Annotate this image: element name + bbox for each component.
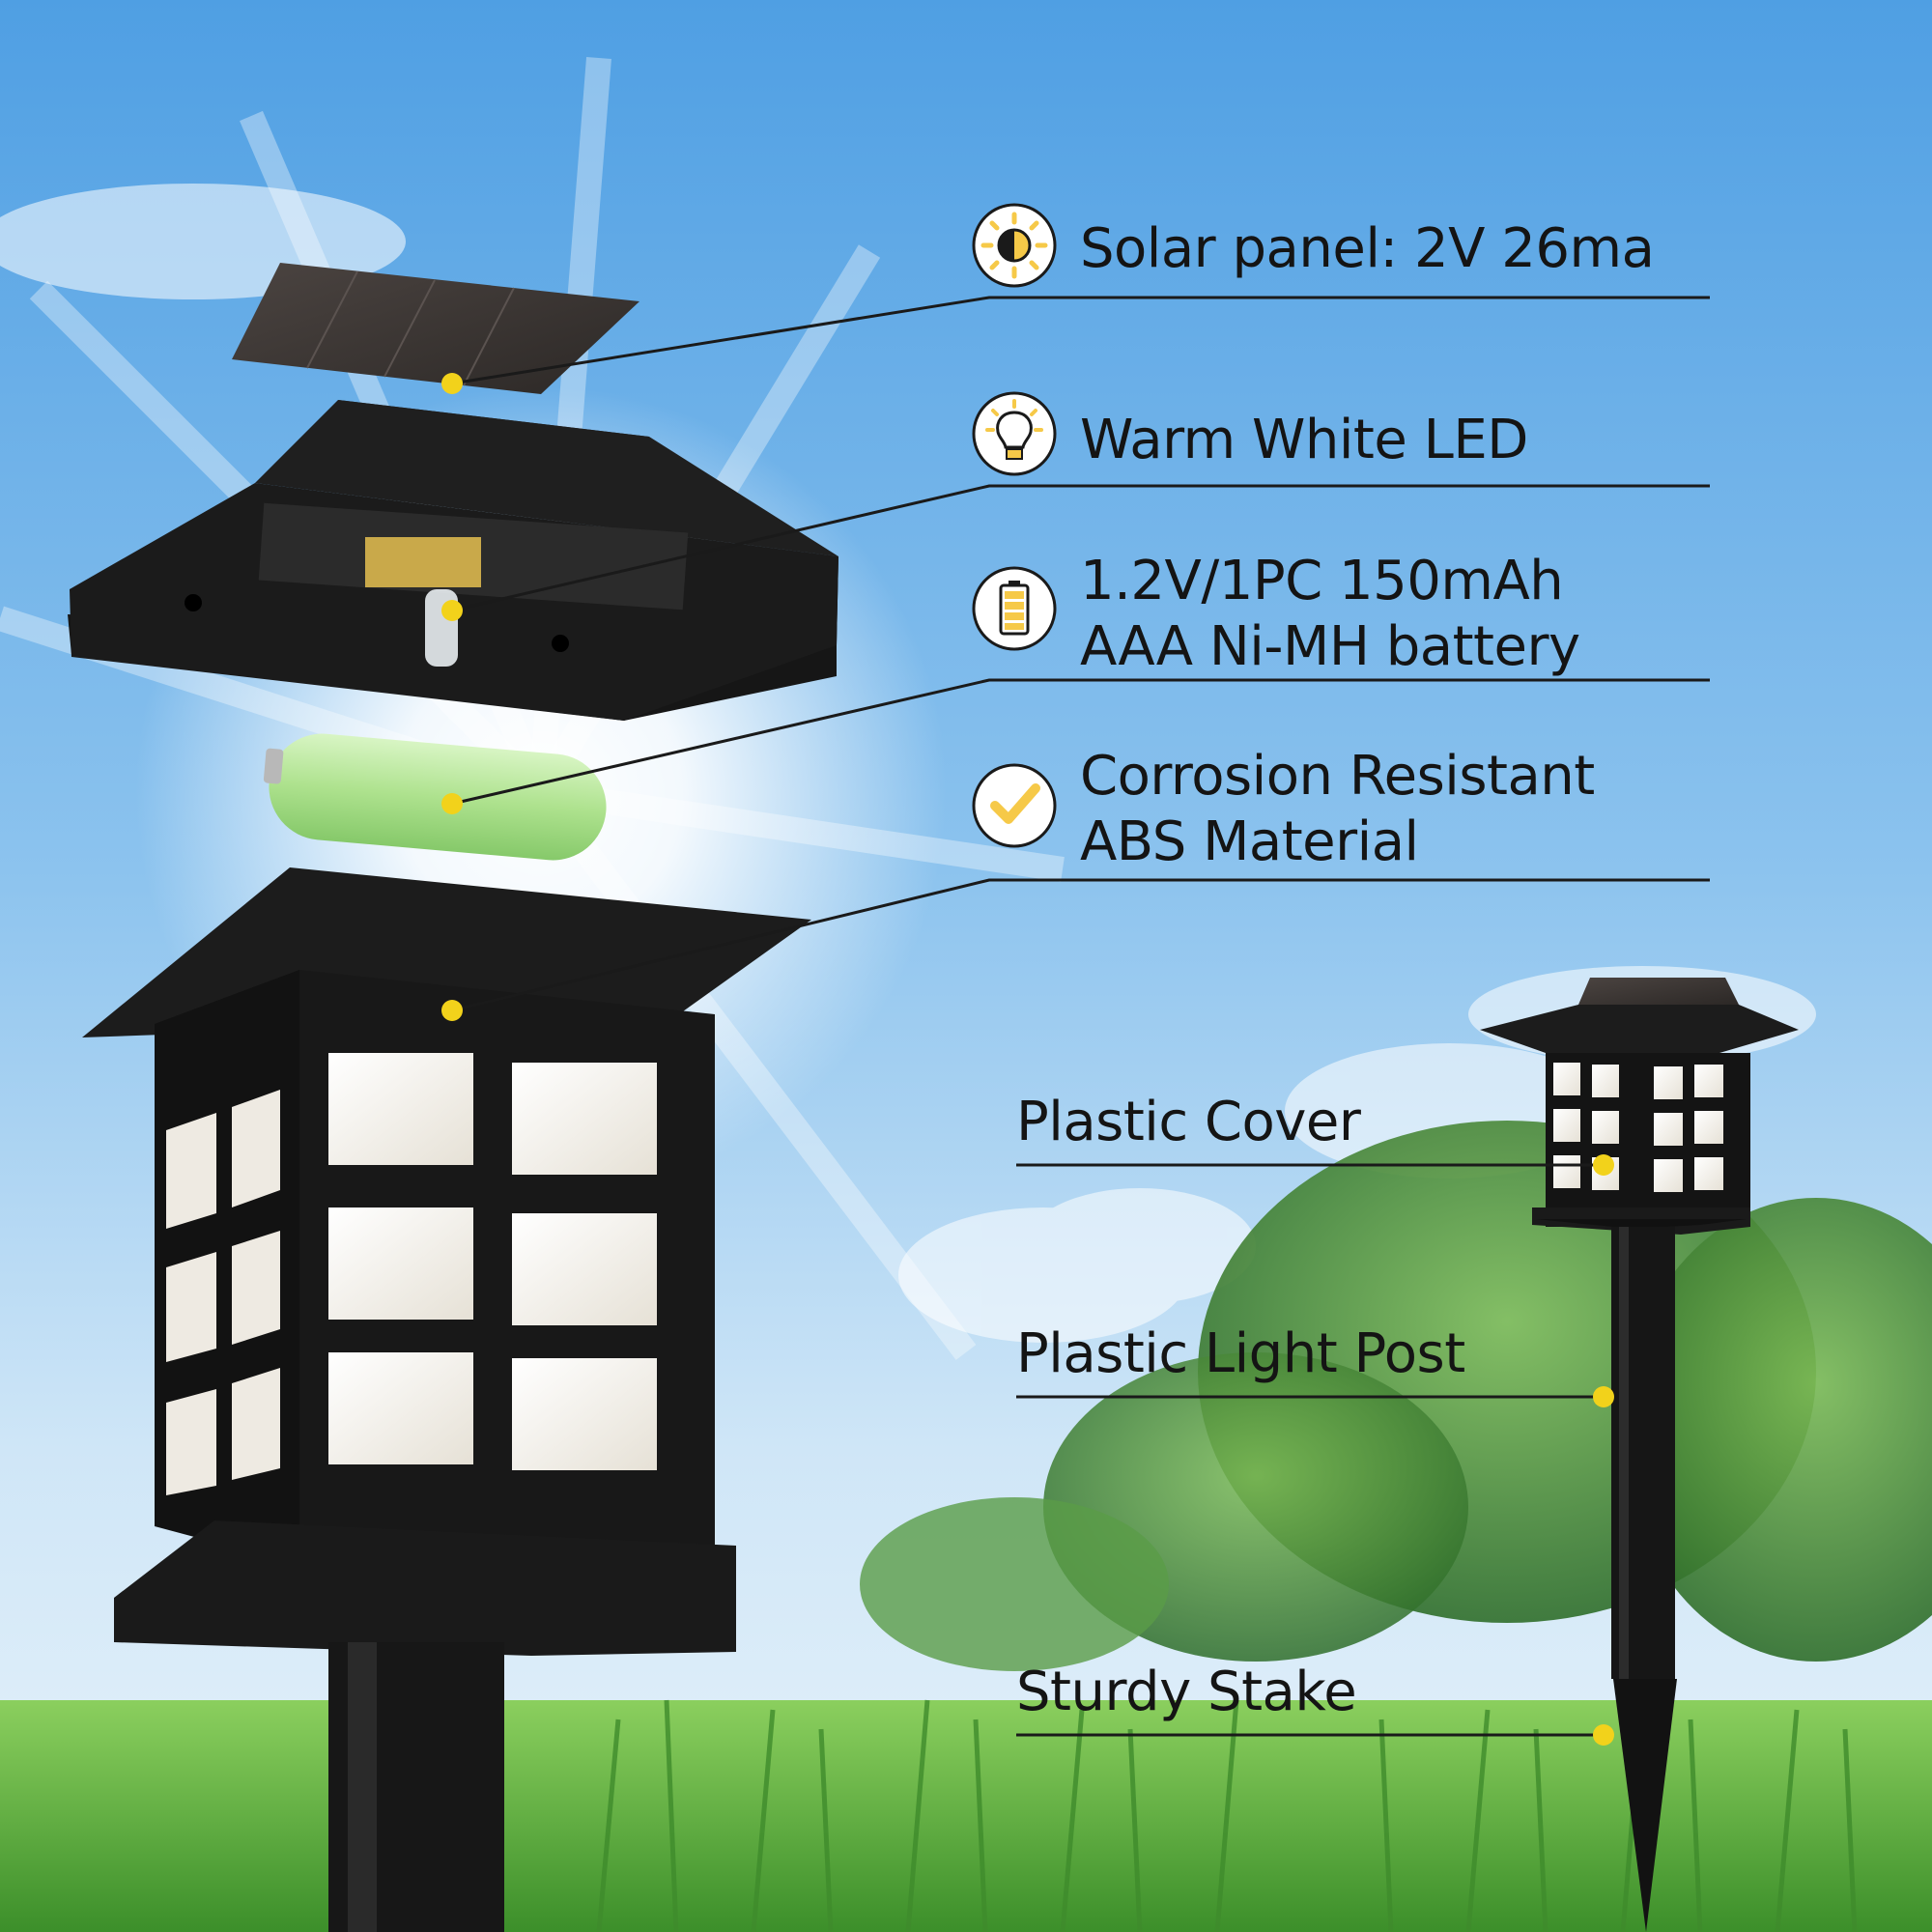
part-plastic-cover-label: Plastic Cover — [1016, 1091, 1361, 1153]
battery-icon — [972, 566, 1057, 651]
sun-icon — [972, 203, 1057, 288]
feature-battery-label: 1.2V/1PC 150mAh AAA Ni-MH battery — [1080, 550, 1580, 678]
assembled-lamp — [1480, 978, 1799, 1932]
feature-material-label: Corrosion Resistant ABS Material — [1080, 745, 1595, 873]
lightbulb-icon — [972, 391, 1057, 476]
part-light-post-label: Plastic Light Post — [1016, 1322, 1465, 1385]
feature-led-label: Warm White LED — [1080, 409, 1528, 471]
part-sturdy-stake-label: Sturdy Stake — [1016, 1661, 1357, 1723]
feature-leader-lines — [451, 296, 1710, 1012]
battery — [263, 733, 607, 861]
callout-markers — [441, 373, 1614, 1746]
lamp-body — [82, 867, 811, 1932]
feature-solar-panel-label: Solar panel: 2V 26ma — [1080, 217, 1655, 280]
part-leader-lines — [1016, 1163, 1604, 1737]
solar-panel — [232, 263, 639, 394]
checkmark-icon — [972, 763, 1057, 848]
